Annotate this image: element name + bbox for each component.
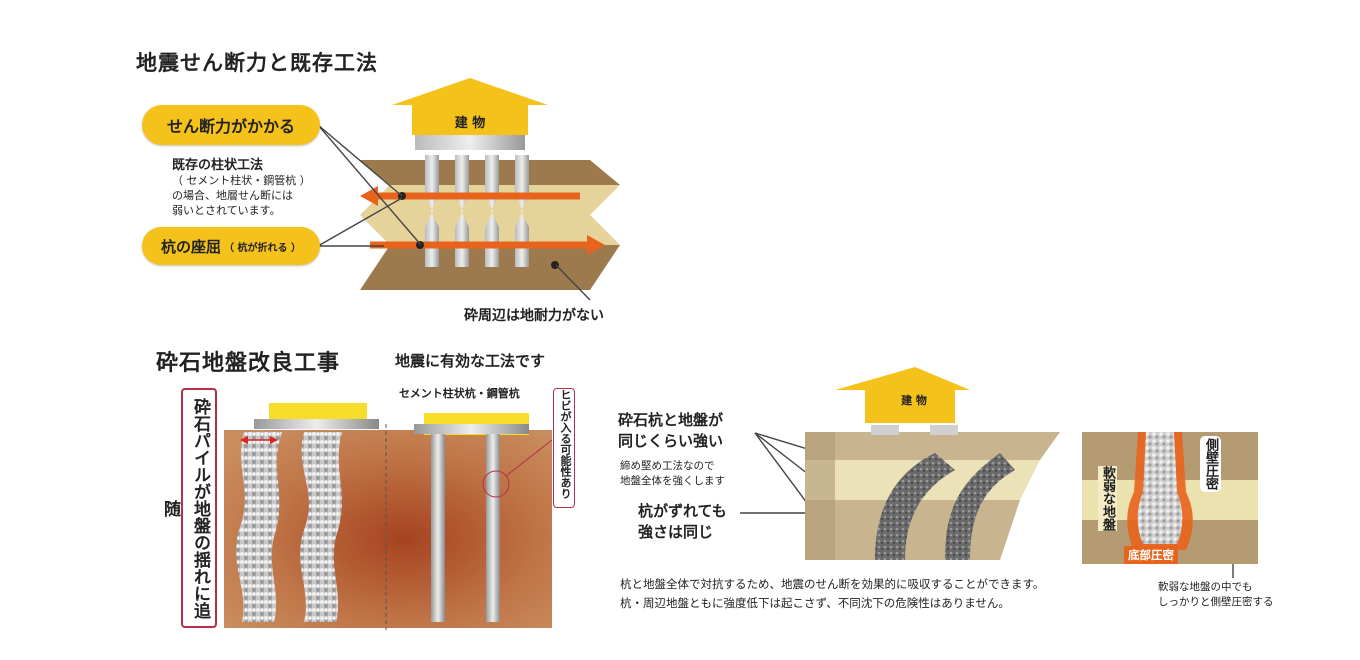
section3-note: 締め堅め工法なので 地盤全体を強くします — [620, 459, 725, 489]
existing-text: （ セメント柱状・鋼管杭 ） の場合、地層せん断には 弱いとされています。 — [172, 173, 311, 218]
pill-buckling-note: （ 杭が折れる ） — [224, 242, 301, 254]
existing-line: 弱いとされています。 — [172, 204, 281, 217]
label-side: 側壁圧密 — [1200, 436, 1221, 492]
heading-line: 砕石杭と地盤が — [618, 411, 724, 429]
section2-title: 砕石地盤改良工事 — [156, 351, 341, 376]
building-label: 建 物 — [454, 116, 486, 131]
pill-buckling: 杭の座屈 （ 杭が折れる ） — [142, 227, 320, 265]
section4-caption: 軟弱な地盤の中でも しっかりと側壁圧密する — [1158, 580, 1274, 610]
pile-group — [425, 155, 529, 267]
vertical-label-right: ヒビが入る可能性あり — [553, 388, 575, 508]
section3-footer: 杭と地盤全体で対抗するため、地震のせん断を効果的に吸収することができます。 杭・… — [620, 575, 1044, 613]
section3-heading: 砕石杭と地盤が 同じくらい強い — [618, 410, 723, 452]
caption-line: しっかりと側壁圧密する — [1158, 596, 1274, 608]
shift-line: 強さは同じ — [638, 523, 714, 541]
section1-title: 地震せん断力と既存工法 — [136, 51, 378, 75]
footer-line: 杭と地盤全体で対抗するため、地震のせん断を効果的に吸収することができます。 — [620, 577, 1045, 591]
vertical-label-left: 砕石パイルが地盤の揺れに追随 — [160, 388, 217, 628]
section2-subtitle: 地震に有効な工法です — [395, 352, 546, 370]
shift-line: 杭がずれても — [638, 502, 727, 520]
existing-line: （ セメント柱状・鋼管杭 ） — [172, 174, 311, 187]
note-line: 地盤全体を強くします — [620, 475, 725, 487]
note-line: 締め堅め工法なので — [620, 460, 715, 472]
caption-line: 軟弱な地盤の中でも — [1158, 581, 1253, 593]
footer-line: 杭・周辺地盤ともに強度低下は起こさず、不同沈下の危険性はありません。 — [620, 596, 1010, 610]
house-shape — [392, 78, 548, 135]
existing-heading: 既存の柱状工法 — [172, 158, 264, 173]
existing-line: の場合、地層せん断には — [172, 189, 293, 202]
building-label-2: 建 物 — [901, 394, 927, 407]
shear-diagram — [360, 78, 620, 290]
shifted-pile-diagram — [805, 367, 1060, 560]
section3-shift: 杭がずれても 強さは同じ — [638, 501, 727, 543]
label-soft: 軟弱な地盤 — [1098, 466, 1117, 531]
cement-label: セメント柱状杭・鋼管杭 — [399, 387, 520, 400]
pill-shear: せん断力がかかる — [142, 105, 320, 145]
pill-buckling-label: 杭の座屈 — [161, 237, 222, 256]
crushed-stone-diagram — [224, 403, 552, 630]
label-bottom: 底部圧密 — [1124, 546, 1178, 564]
heading-line: 同じくらい強い — [618, 432, 724, 450]
bottom-caption: 砕周辺は地耐力がない — [464, 308, 604, 324]
